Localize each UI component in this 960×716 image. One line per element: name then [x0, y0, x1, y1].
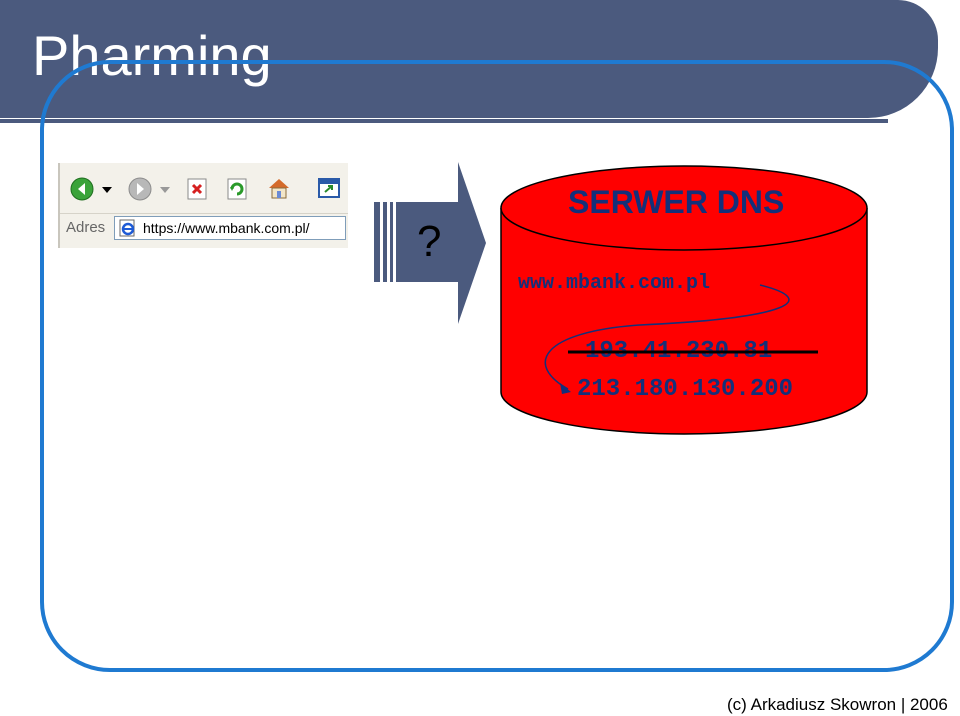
question-mark: ?: [417, 217, 442, 266]
slide-header: Pharming: [0, 0, 938, 118]
dropdown-icon[interactable]: [102, 187, 112, 193]
forward-icon[interactable]: [128, 177, 152, 201]
dns-server-title: SERWER DNS: [568, 184, 785, 220]
content-frame: [40, 60, 954, 672]
stop-icon[interactable]: [186, 178, 208, 200]
request-arrow: [374, 162, 486, 324]
browser-toolbar: Adres https://www.mbank.com.pl/: [58, 163, 348, 248]
copyright-footer: (c) Arkadiusz Skowron | 2006: [727, 695, 948, 714]
home-icon[interactable]: [266, 176, 292, 200]
address-label: Adres: [66, 219, 106, 236]
forged-ip-address: 213.180.130.200: [577, 376, 794, 403]
refresh-icon[interactable]: [226, 178, 248, 200]
browser-button-row: [60, 167, 348, 211]
original-ip-address: 193.41.230.81: [585, 338, 773, 365]
back-icon[interactable]: [70, 177, 94, 201]
address-input[interactable]: https://www.mbank.com.pl/: [114, 216, 346, 240]
address-url: https://www.mbank.com.pl/: [143, 220, 310, 236]
dropdown-icon[interactable]: [160, 187, 170, 193]
header-underline: [0, 119, 888, 123]
dns-domain: www.mbank.com.pl: [518, 272, 711, 295]
address-bar-row: Adres https://www.mbank.com.pl/: [60, 213, 348, 244]
window-icon[interactable]: [318, 178, 340, 198]
ie-page-icon: [119, 219, 135, 237]
